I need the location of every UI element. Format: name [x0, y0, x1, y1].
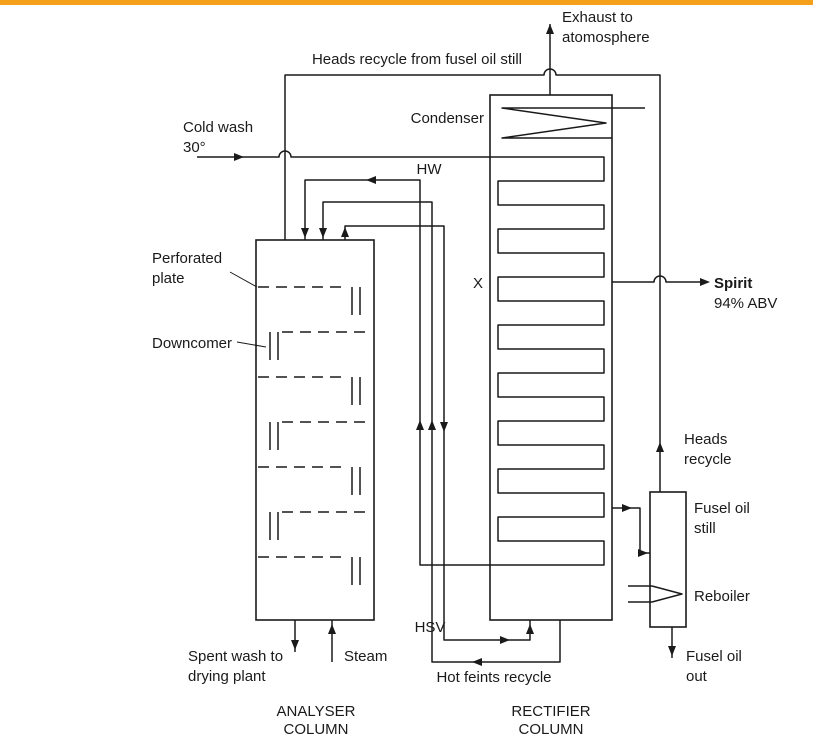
steam-label: Steam — [344, 648, 387, 665]
analyser-column-label: COLUMN — [283, 721, 348, 738]
downcomer-line — [351, 377, 361, 405]
cold-wash-arrow — [234, 153, 244, 161]
downcomer-line — [351, 557, 361, 585]
rectifier-column-label: COLUMN — [518, 721, 583, 738]
downcomer-line — [269, 512, 279, 540]
condenser-coil — [501, 107, 645, 139]
perforated-plate-label: plate — [152, 270, 185, 287]
steam-arrow — [328, 624, 336, 634]
hot-feints-inlet-arrow — [319, 228, 327, 238]
spent-wash-label: Spent wash to — [188, 648, 283, 665]
heads-recycle-arrow — [656, 442, 664, 452]
top-accent-bar — [0, 0, 813, 5]
downcomer-line — [269, 422, 279, 450]
heads-recycle-line — [284, 68, 661, 492]
downcomer-line — [269, 332, 279, 360]
rectifier-column-vessel — [489, 94, 613, 621]
fusel-oil-still-vessel — [649, 491, 687, 628]
cold-wash-label: Cold wash — [183, 119, 253, 136]
hw-label: HW — [417, 161, 443, 178]
hot-feints-label: Hot feints recycle — [436, 669, 551, 686]
downcomer-label: Downcomer — [152, 335, 232, 352]
fusel-oil-out-label: Fusel oil — [686, 648, 742, 665]
exhaust-label: Exhaust to — [562, 9, 633, 26]
hw-riser-arrow — [416, 420, 424, 430]
spirit-label: Spirit — [714, 275, 752, 292]
downcomer-line — [351, 467, 361, 495]
heads-recycle-label: Heads — [684, 431, 727, 448]
hot-feints-riser-arrow — [428, 420, 436, 430]
reboiler-coil — [628, 585, 683, 603]
spirit-abv-label: 94% ABV — [714, 295, 777, 312]
heads-recycle-label: recycle — [684, 451, 732, 468]
fusel-feed-arrow — [622, 504, 632, 512]
condenser-label: Condenser — [411, 110, 484, 127]
hw-arrow — [366, 176, 376, 184]
hot-feints-line — [322, 201, 561, 663]
fusel-oil-out-label: out — [686, 668, 708, 685]
heads-top-label: Heads recycle from fusel oil still — [312, 51, 522, 68]
hot-feints-arrow — [472, 658, 482, 666]
hsv-arrow — [500, 636, 510, 644]
hsv-down-arrow — [440, 422, 448, 432]
fusel-feed-arrow — [638, 549, 648, 557]
spirit-line — [612, 275, 706, 283]
hsv-label: HSV — [415, 619, 446, 636]
spirit-plate-x-label: X — [473, 275, 483, 292]
hsv-inlet-arrow — [526, 624, 534, 634]
cold-wash-label: 30° — [183, 139, 206, 156]
perforated-plate-label: Perforated — [152, 250, 222, 267]
fusel-oil-out-arrow — [668, 646, 676, 656]
analyser-column-label: ANALYSER — [277, 703, 356, 720]
downcomer-leader-line — [236, 341, 267, 348]
hsv-outlet-arrow — [341, 227, 349, 237]
hw-inlet-arrow — [301, 228, 309, 238]
reboiler-label: Reboiler — [694, 588, 750, 605]
analyser-column-vessel — [255, 239, 375, 621]
spirit-arrow — [700, 278, 710, 286]
rectifier-column-label: RECTIFIER — [511, 703, 590, 720]
spent-wash-label: drying plant — [188, 668, 266, 685]
fusel-oil-still-label: still — [694, 520, 716, 537]
exhaust-label: atomosphere — [562, 29, 650, 46]
spent-wash-arrow — [291, 640, 299, 650]
wash-coil-line — [197, 150, 605, 566]
downcomer-line — [351, 287, 361, 315]
exhaust-arrow — [546, 24, 554, 34]
perforated-plate-leader-line — [229, 271, 258, 288]
fusel-oil-still-label: Fusel oil — [694, 500, 750, 517]
